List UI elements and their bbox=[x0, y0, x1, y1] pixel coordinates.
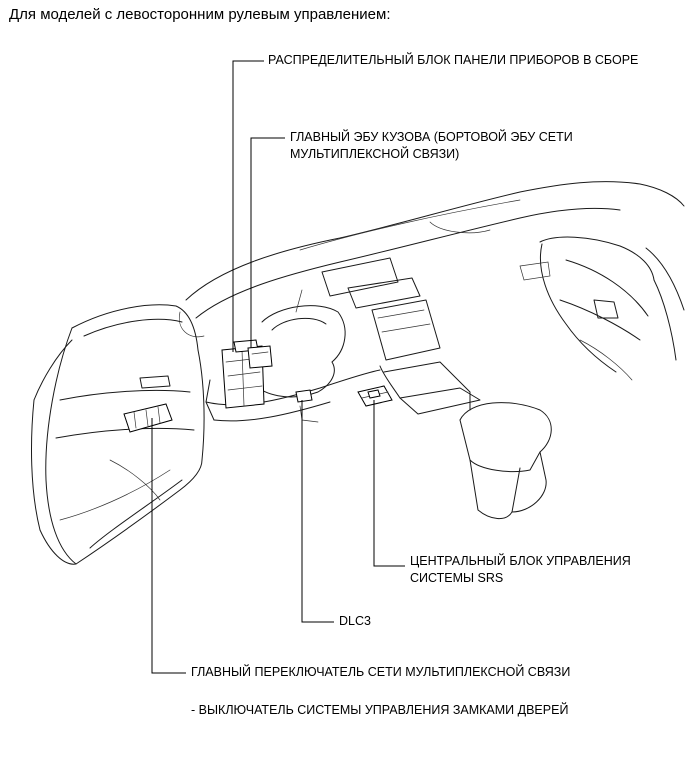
callout-line: DLC3 bbox=[339, 614, 371, 628]
callout-line: ЦЕНТРАЛЬНЫЙ БЛОК УПРАВЛЕНИЯ bbox=[410, 554, 631, 568]
leader-center-airbag-sensor bbox=[373, 400, 405, 567]
leader-multiplex-network-master-switch bbox=[151, 418, 186, 674]
instrument-panel-outline bbox=[178, 181, 685, 422]
leader-instrument-panel-junction-block bbox=[232, 60, 264, 352]
callout-line: ГЛАВНЫЙ ПЕРЕКЛЮЧАТЕЛЬ СЕТИ МУЛЬТИПЛЕКСНО… bbox=[191, 665, 571, 679]
callout-door-lock-control-switch: - ВЫКЛЮЧАТЕЛЬ СИСТЕМЫ УПРАВЛЕНИЯ ЗАМКАМИ… bbox=[191, 702, 568, 719]
main-body-ecu bbox=[247, 345, 273, 369]
multiplex-network-master-switch bbox=[123, 403, 173, 433]
callout-main-body-ecu: ГЛАВНЫЙ ЭБУ КУЗОВА (БОРТОВОЙ ЭБУ СЕТИ МУ… bbox=[290, 129, 573, 163]
callout-line: - ВЫКЛЮЧАТЕЛЬ СИСТЕМЫ УПРАВЛЕНИЯ ЗАМКАМИ… bbox=[191, 703, 569, 717]
center-console-outline bbox=[321, 257, 552, 519]
callout-line: СИСТЕМЫ SRS bbox=[410, 571, 504, 585]
driver-door-outline bbox=[31, 304, 205, 565]
leader-main-body-ecu bbox=[250, 137, 285, 348]
leader-dlc3 bbox=[301, 400, 334, 623]
callout-multiplex-network-master-switch: ГЛАВНЫЙ ПЕРЕКЛЮЧАТЕЛЬ СЕТИ МУЛЬТИПЛЕКСНО… bbox=[191, 664, 570, 681]
callout-dlc3: DLC3 bbox=[339, 613, 371, 630]
center-airbag-sensor bbox=[357, 385, 393, 407]
callout-line: ГЛАВНЫЙ ЭБУ КУЗОВА (БОРТОВОЙ ЭБУ СЕТИ bbox=[290, 130, 573, 144]
callout-line: РАСПРЕДЕЛИТЕЛЬНЫЙ БЛОК ПАНЕЛИ ПРИБОРОВ В… bbox=[268, 53, 639, 67]
passenger-side-outline bbox=[519, 236, 685, 381]
diagram-heading: Для моделей с левосторонним рулевым упра… bbox=[9, 6, 391, 23]
dlc3-connector bbox=[295, 389, 313, 403]
callout-line: МУЛЬТИПЛЕКСНОЙ СВЯЗИ) bbox=[290, 147, 460, 161]
callout-instrument-panel-junction-block: РАСПРЕДЕЛИТЕЛЬНЫЙ БЛОК ПАНЕЛИ ПРИБОРОВ В… bbox=[268, 52, 638, 69]
leader-lines bbox=[151, 60, 405, 674]
callout-center-airbag-sensor: ЦЕНТРАЛЬНЫЙ БЛОК УПРАВЛЕНИЯ СИСТЕМЫ SRS bbox=[410, 553, 631, 587]
